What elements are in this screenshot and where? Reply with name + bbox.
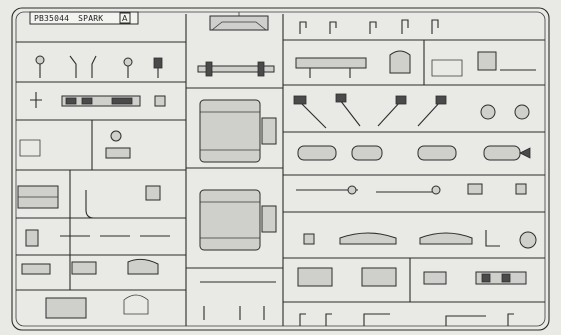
axle-part bbox=[197, 61, 275, 77]
gearbox-part-upper bbox=[199, 99, 277, 163]
pin-part-right bbox=[296, 183, 537, 249]
bracket-part-left bbox=[17, 130, 161, 219]
title-block: PB35044 SPARK A bbox=[29, 11, 139, 25]
mechanism-part-bottom bbox=[200, 267, 527, 320]
bracket-part bbox=[209, 12, 269, 31]
clip-part-row bbox=[21, 229, 170, 319]
part-number: PB35044 bbox=[34, 14, 69, 23]
pin-part-row-top bbox=[299, 19, 439, 34]
peg-part-row-bottom bbox=[299, 313, 514, 326]
chain-part bbox=[30, 92, 166, 108]
gearbox-part-lower bbox=[199, 189, 277, 251]
clamp-part-row bbox=[297, 145, 531, 161]
peg-part-row bbox=[35, 55, 163, 78]
runner-grid bbox=[16, 14, 545, 326]
frame-part-top-right bbox=[295, 50, 536, 78]
sheet-name: SPARK bbox=[78, 14, 103, 23]
svg-text:PB35044 SPARK: PB35044 SPARK bbox=[34, 14, 103, 23]
sprue-frame bbox=[11, 7, 550, 331]
swing-arm-row bbox=[293, 93, 530, 129]
sprue-letter: A bbox=[122, 14, 128, 23]
